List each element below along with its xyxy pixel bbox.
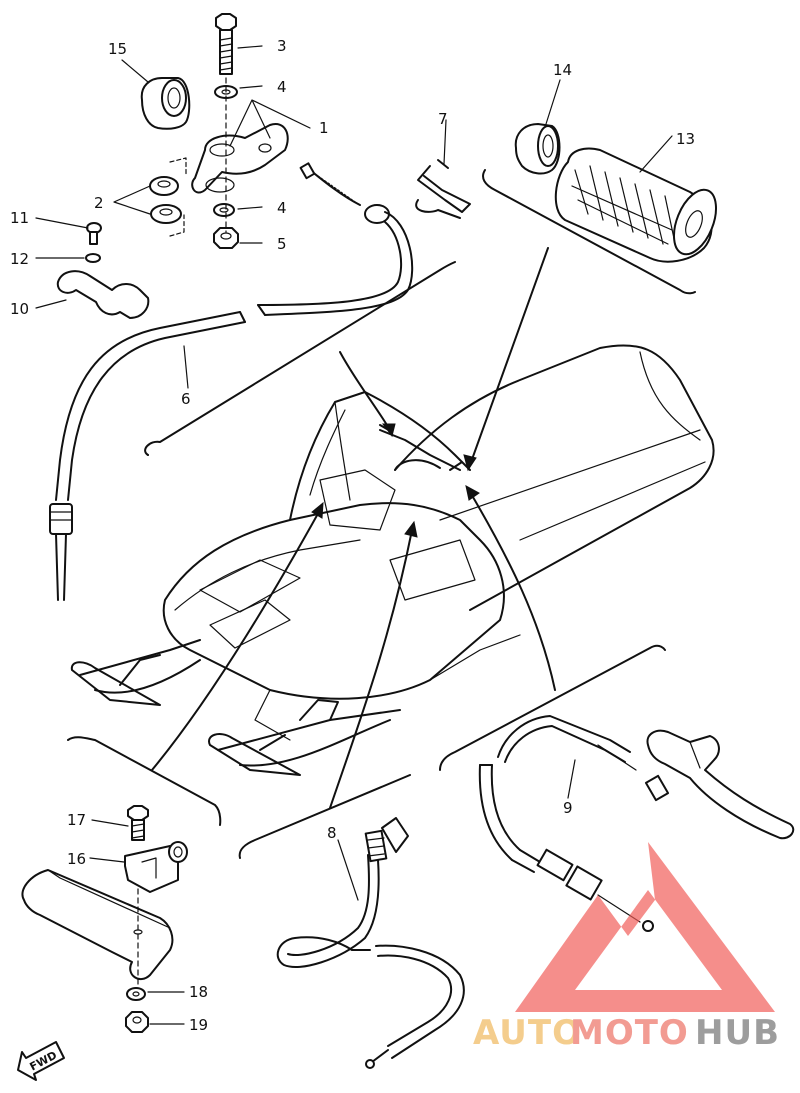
screw-part-11 (86, 222, 102, 245)
label-part-3: 3 (277, 37, 287, 55)
group-brackets (67, 169, 696, 859)
label-part-8: 8 (327, 824, 337, 842)
label-part-12: 12 (10, 250, 29, 268)
clip-part-7 (415, 159, 471, 219)
snowmobile-illustration (70, 247, 715, 809)
watermark-word-auto: AUTO (473, 1013, 582, 1053)
forward-direction-arrow (17, 1041, 65, 1081)
throttle-parts-group (35, 13, 311, 319)
nut-part-5 (213, 227, 239, 249)
hand-grip-part-13 (554, 147, 717, 263)
label-part-19: 19 (189, 1016, 208, 1034)
bracket-part-16 (124, 841, 188, 893)
clamp-part-10 (56, 270, 150, 319)
bolt-part-17 (127, 805, 149, 841)
throttle-cable-part-6 (49, 162, 414, 601)
label-part-7: 7 (438, 110, 448, 128)
bracket-assembly-group (21, 805, 188, 1033)
washer-part-18 (126, 987, 146, 1001)
watermark-logo: AUTO MOTO HUB (473, 842, 780, 1053)
label-part-17: 17 (67, 811, 86, 829)
throttle-lever-part-1 (191, 123, 289, 194)
grip-cap-part-15 (140, 77, 191, 130)
brake-lever (646, 729, 795, 840)
label-part-15: 15 (108, 40, 127, 58)
grip-ring-part-14 (514, 79, 673, 175)
label-part-13: 13 (676, 130, 695, 148)
label-part-5: 5 (277, 235, 287, 253)
label-part-9: 9 (563, 799, 573, 817)
mounting-plate (21, 869, 174, 981)
label-part-4-bottom: 4 (277, 199, 287, 217)
bushing-part-2 (149, 157, 187, 237)
label-part-11: 11 (10, 209, 29, 227)
label-part-16: 16 (67, 850, 86, 868)
brake-cable-part-9 (478, 715, 670, 932)
watermark-word-hub: HUB (695, 1013, 780, 1053)
nut-part-19 (125, 1011, 149, 1033)
label-part-10: 10 (10, 300, 29, 318)
label-part-4-top: 4 (277, 78, 287, 96)
washer-part-4-bottom (213, 203, 235, 217)
label-part-6: 6 (181, 390, 191, 408)
bolt-part-3 (215, 13, 237, 75)
watermark-word-moto: MOTO (570, 1013, 689, 1053)
watermark-triangle-icon (515, 842, 775, 1012)
washer-part-12 (85, 253, 101, 263)
label-part-2: 2 (94, 194, 104, 212)
label-part-14: 14 (553, 61, 572, 79)
label-part-1: 1 (319, 119, 329, 137)
choke-cable-part-8 (276, 817, 465, 1069)
label-part-18: 18 (189, 983, 208, 1001)
